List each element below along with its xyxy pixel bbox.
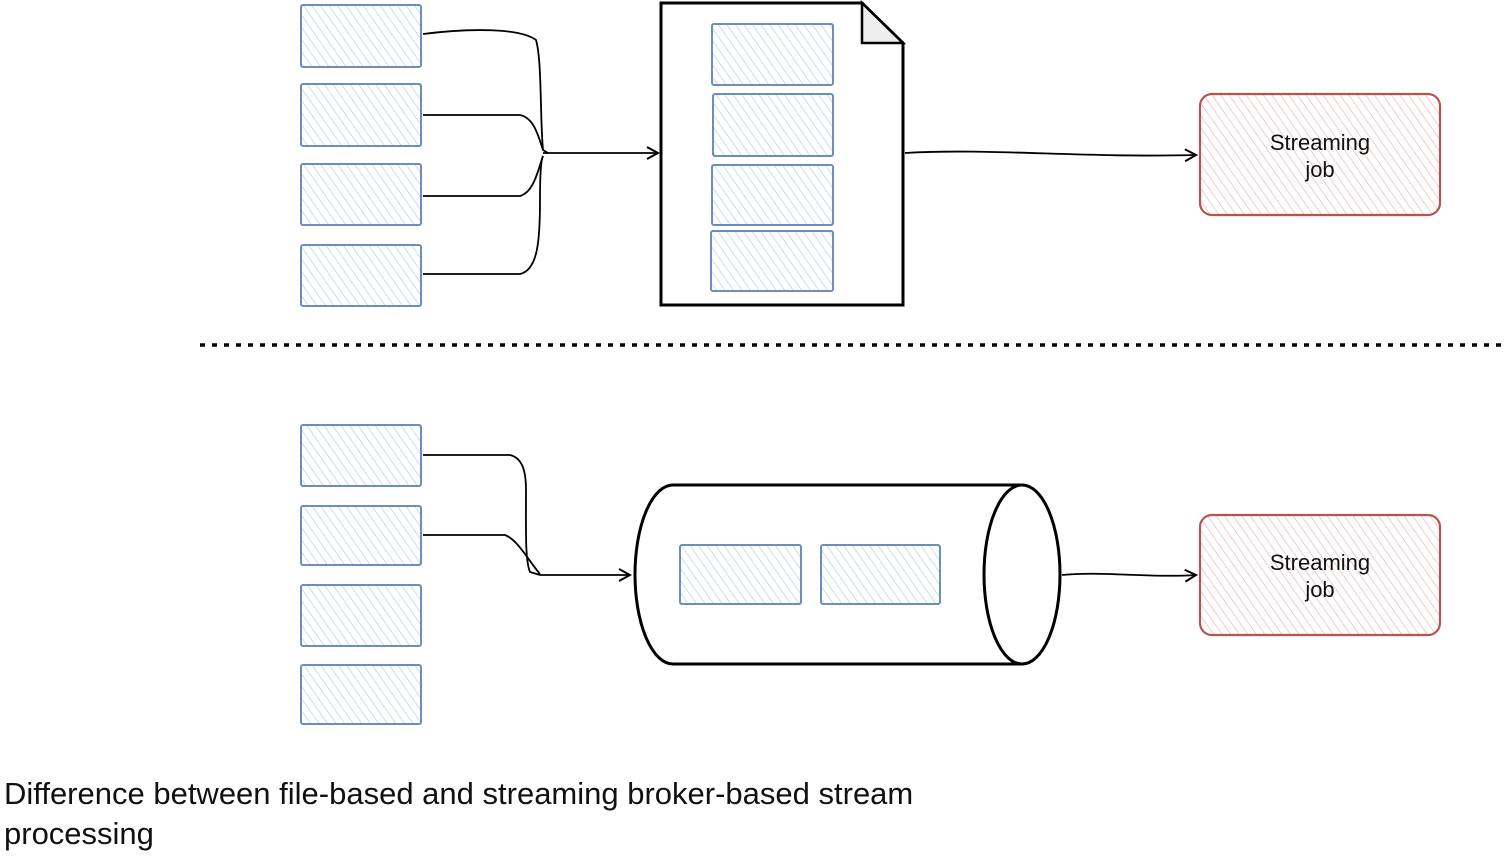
streaming-job-label-line1: Streaming (1270, 550, 1370, 575)
bottom-merge-connectors (423, 454, 630, 575)
streaming-job-label-line1: Streaming (1270, 130, 1370, 155)
bottom-producer-events (300, 424, 422, 725)
streaming-job-box (1198, 92, 1442, 217)
streaming-broker-cylinder (633, 483, 1062, 666)
event-block (300, 664, 422, 725)
event-block (711, 23, 834, 86)
top-streaming-job: Streaming job (1198, 92, 1442, 217)
event-block (710, 230, 834, 292)
event-block (300, 4, 422, 68)
event-block (711, 164, 834, 226)
bottom-streaming-job: Streaming job (1198, 513, 1442, 637)
broker-end-cap (982, 483, 1062, 666)
file-document (659, 0, 907, 307)
bottom-output-arrow (1061, 574, 1196, 576)
bottom-flow: Streaming job (300, 424, 1442, 725)
streaming-job-box (1198, 513, 1442, 637)
file-corner-fold (860, 0, 907, 45)
figure-caption: Difference between file-based and stream… (4, 776, 914, 851)
event-block (679, 544, 802, 605)
top-merge-connectors (422, 29, 658, 275)
top-producer-events (300, 4, 422, 307)
streaming-job-label-line2: job (1304, 157, 1334, 182)
event-block (300, 505, 422, 566)
event-block (300, 244, 422, 307)
event-block (300, 424, 422, 487)
event-block (712, 93, 834, 157)
event-block (300, 83, 422, 147)
top-output-arrow (904, 152, 1196, 156)
streaming-job-label-line2: job (1304, 577, 1334, 602)
top-flow: Streaming job (300, 0, 1442, 307)
event-block (300, 584, 422, 647)
event-block (300, 163, 422, 226)
event-block (820, 544, 941, 605)
